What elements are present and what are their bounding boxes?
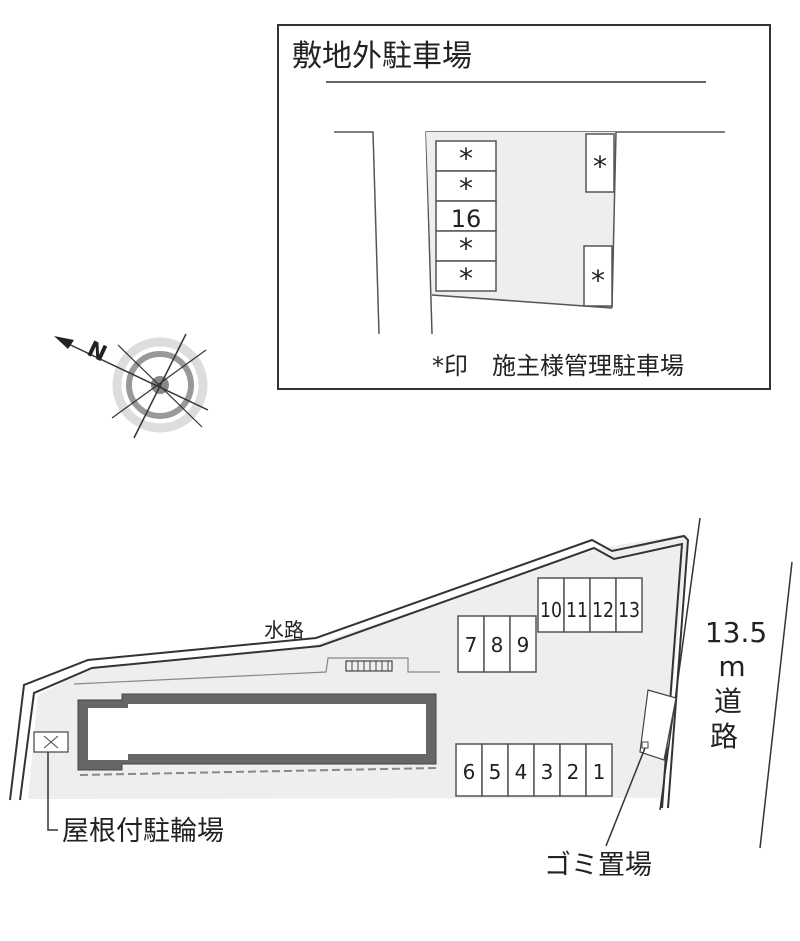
bike-parking: 屋根付駐輪場 (33, 731, 224, 847)
bike-parking-cross (43, 735, 59, 749)
offsite-parking-inset: 敷地外駐車場 * * 16 * * * * *印 施主様管理駐車場 (277, 24, 771, 390)
parking-slot (481, 743, 509, 797)
parking-mid-row: 7 8 9 (457, 615, 537, 673)
slot-number: 4 (515, 760, 528, 784)
slot-label: * (459, 172, 473, 205)
north-arrow-icon (54, 336, 74, 349)
road-label-char: 路 (710, 720, 738, 753)
parking-slot (563, 577, 591, 633)
road-width-unit: m (718, 650, 745, 683)
stairs-icon (345, 660, 393, 672)
trash-leader (605, 747, 646, 847)
parking-slot (615, 577, 643, 633)
parking-slot (435, 200, 497, 232)
slot-label: * (593, 150, 607, 183)
parking-slot (435, 170, 497, 202)
slot-number: 12 (592, 598, 614, 622)
parking-slot (435, 260, 497, 292)
inset-legend: *印 施主様管理駐車場 (432, 352, 684, 380)
parking-slot (507, 743, 535, 797)
slot-number: 10 (540, 598, 562, 622)
road-label-char: 道 (714, 685, 742, 718)
site-plan: 水路 13.5 m 道 路 (9, 517, 793, 881)
inset-title: 敷地外駐車場 (292, 39, 472, 74)
compass-axis (117, 344, 203, 428)
building (77, 693, 437, 776)
compass-ring-inner (126, 351, 194, 419)
parking-slot (435, 230, 497, 262)
parking-slot (509, 615, 537, 673)
parking-slot (483, 615, 511, 673)
compass-axis (59, 339, 209, 411)
inset-right-slots: * * (583, 133, 615, 307)
slot-number: 8 (491, 633, 504, 657)
bike-parking-leader (47, 752, 58, 831)
inset-left-slots: * * 16 * * (435, 140, 497, 295)
waterway-label: 水路 (264, 618, 304, 642)
slot-label: * (459, 232, 473, 265)
compass-axis (111, 349, 207, 419)
compass-ring-outer (112, 337, 208, 433)
slot-label: * (459, 262, 473, 295)
slot-number: 9 (517, 633, 530, 657)
parking-top-row: 10 11 12 13 (537, 577, 643, 633)
slot-number: 5 (489, 760, 502, 784)
slot-number: 6 (463, 760, 476, 784)
slot-number: 11 (566, 598, 588, 622)
road-edge-west (659, 517, 701, 811)
slot-number: 7 (465, 633, 478, 657)
slot-label: * (591, 264, 605, 297)
trash-area: ゴミ置場 (544, 689, 677, 881)
waterway-outer (9, 534, 690, 809)
parking-slot (585, 133, 615, 193)
compass-icon: N (54, 333, 209, 439)
parking-slot (435, 140, 497, 172)
slot-number: 3 (541, 760, 554, 784)
slot-number: 13 (618, 598, 640, 622)
slot-label: * (459, 142, 473, 175)
waterway-inner (19, 542, 684, 809)
building-interior (88, 704, 426, 760)
parking-slot (585, 743, 613, 797)
slot-number: 2 (567, 760, 580, 784)
trash-box (639, 689, 677, 761)
road-edge-east (759, 561, 793, 849)
inset-road-edge (334, 131, 380, 335)
slot-label: 16 (451, 205, 482, 233)
parking-slot (533, 743, 561, 797)
building-perimeter (73, 657, 440, 685)
inset-lot-edge-bottom (431, 294, 613, 309)
bike-parking-label: 屋根付駐輪場 (62, 816, 224, 847)
parking-slot (537, 577, 565, 633)
slot-number: 1 (593, 760, 606, 784)
road-width: 13.5 (705, 616, 767, 649)
parking-bottom-row: 6 5 4 3 2 1 (455, 743, 613, 797)
north-letter: N (83, 337, 110, 367)
trash-label: ゴミ置場 (544, 850, 652, 881)
parking-slot (583, 245, 613, 307)
